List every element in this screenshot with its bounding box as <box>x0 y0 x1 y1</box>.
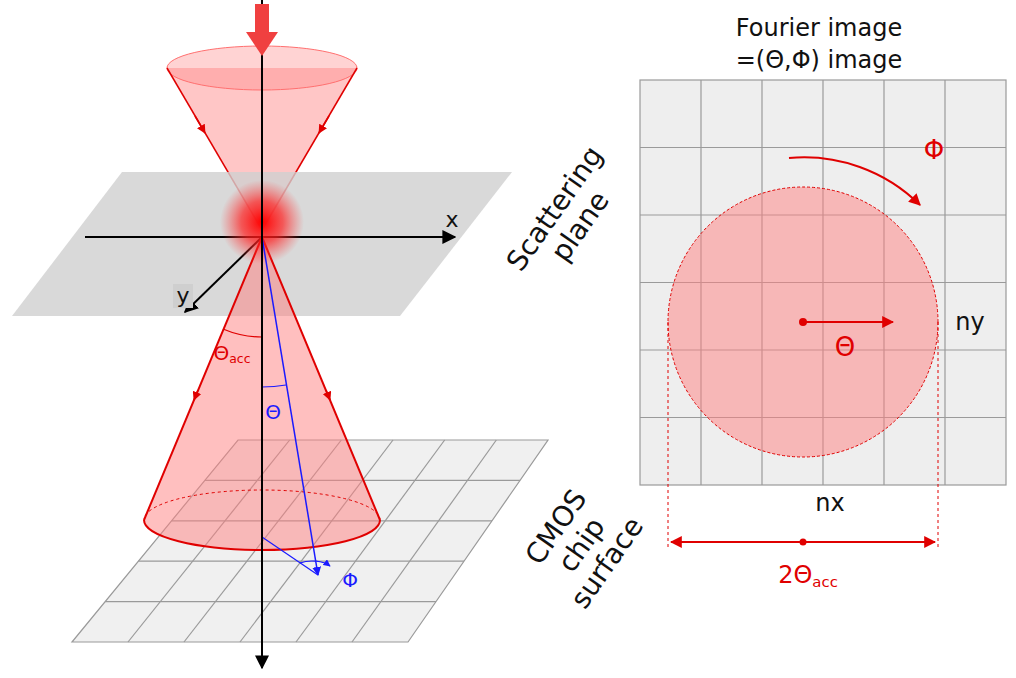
panel-title: =(Θ,Φ) image <box>736 47 903 73</box>
beam-arrow <box>255 4 269 34</box>
fourier-grid <box>640 80 1006 485</box>
scatter-ray <box>262 237 318 575</box>
surface-label: CMOS chip surface <box>501 457 663 633</box>
ray-arrow <box>326 390 330 400</box>
dimension-label: 2Θacc <box>778 562 838 590</box>
center-dot <box>800 539 807 546</box>
angle-label: Θacc <box>214 342 251 366</box>
optical-axis <box>261 0 263 668</box>
axis-label: y <box>173 284 192 308</box>
cone-edge <box>144 237 262 520</box>
theta-arrow <box>803 321 893 323</box>
ray-arrow <box>195 116 205 133</box>
cone-edge <box>262 237 380 520</box>
phi-arrow <box>789 157 920 205</box>
beam-arrow <box>246 32 278 56</box>
axis-label: x <box>445 208 458 232</box>
center-dot <box>799 318 807 326</box>
angle-arc <box>300 561 330 566</box>
angle-arc <box>223 329 262 337</box>
plane-label: Scattering plane <box>500 139 636 297</box>
acceptance-disk <box>668 187 938 457</box>
dim-line <box>938 322 939 548</box>
ray-arrow <box>319 116 329 133</box>
dim-line <box>668 322 669 548</box>
axis-count: ny <box>952 309 987 335</box>
angle-label: Φ <box>342 569 358 591</box>
axis-count: nx <box>815 490 844 516</box>
ray-arrow <box>194 390 198 400</box>
angle-label: Θ <box>835 333 855 362</box>
panel-title: Fourier image <box>736 15 902 41</box>
azimuth-line <box>262 537 318 575</box>
angle-arc <box>262 385 286 387</box>
angle-label: Φ <box>924 136 944 165</box>
angle-label: Θ <box>265 401 281 423</box>
